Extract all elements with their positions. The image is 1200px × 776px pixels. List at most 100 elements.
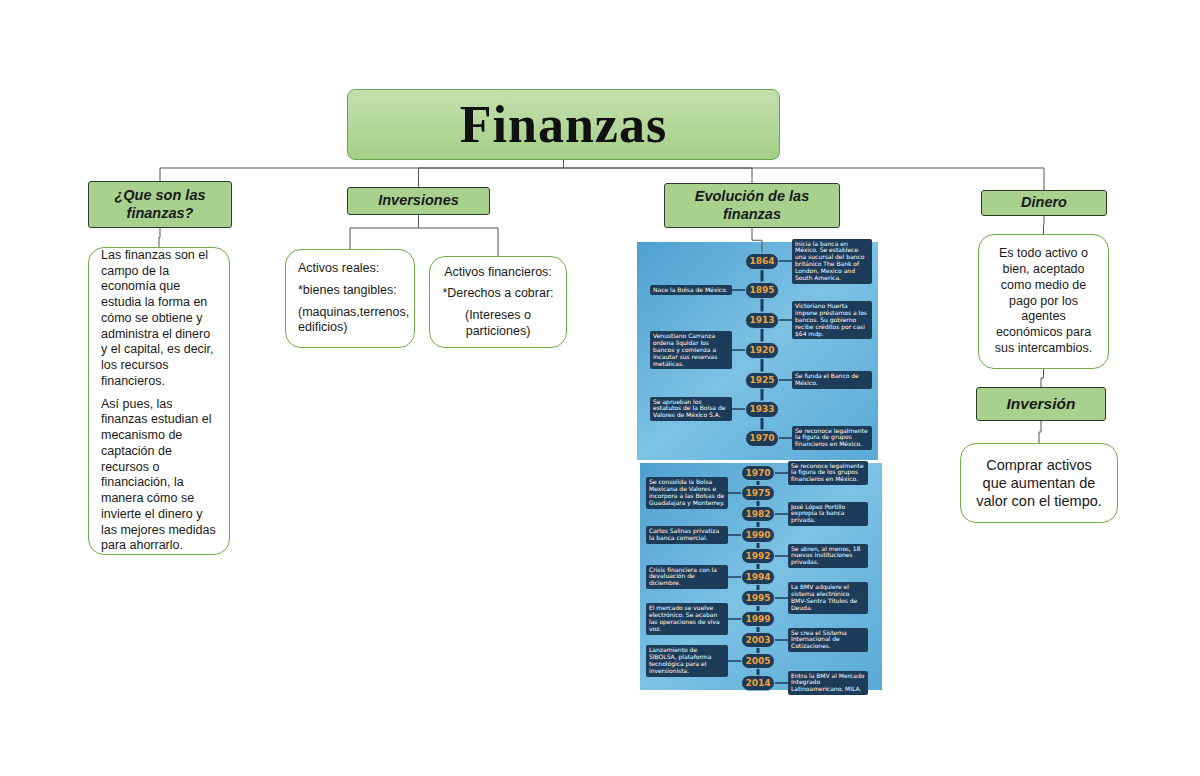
- timeline-panel: [640, 463, 882, 690]
- node-text: 2005: [745, 657, 770, 666]
- node-text: Se abren, al menos, 18 nuevas institucio…: [791, 546, 865, 567]
- node-text: ¿Que son las finanzas?: [89, 187, 231, 222]
- event-box: José López Portillo expropia la banca pr…: [788, 502, 868, 527]
- node-text: Crisis financiera con la devaluación de …: [649, 567, 725, 588]
- node-text: 1982: [745, 510, 770, 519]
- event-box: Nace la Bolsa de México.: [650, 285, 732, 296]
- timeline-link: [775, 597, 788, 599]
- timeline-link: [775, 472, 788, 474]
- node-text: 1995: [745, 594, 770, 603]
- timeline-link: [779, 437, 792, 439]
- node-text: José López Portillo expropia la banca pr…: [791, 504, 865, 525]
- timeline-spine: [761, 329, 764, 342]
- connector-line: [159, 228, 160, 247]
- timeline-link: [775, 682, 788, 684]
- node-text: Entra la BMV al Mercado Integrado Latino…: [791, 673, 865, 694]
- node-text: Comprar activos que aumentan de valor co…: [973, 456, 1105, 511]
- category-box: Inversión: [976, 387, 1106, 421]
- year-pill: 1920: [745, 342, 779, 359]
- node-text: 1970: [745, 469, 770, 478]
- event-box: Se aprueban los estatutos de la Bolsa de…: [650, 397, 732, 422]
- node-text: La BMV adquiere el sistema electrónico B…: [791, 584, 865, 612]
- category-box: Evolución de las finanzas: [664, 183, 840, 228]
- connector-line: [350, 215, 419, 249]
- node-text: Inversión: [1007, 395, 1076, 414]
- event-box: El mercado se vuelve electrónico. Se aca…: [646, 603, 728, 635]
- node-text: Activos financieros:: [442, 265, 554, 281]
- connector-line: [1041, 369, 1044, 387]
- node-text: *bienes tangibles:: [298, 283, 402, 299]
- year-pill: 1975: [741, 485, 775, 501]
- event-box: Se abren, al menos, 18 nuevas institucio…: [788, 544, 868, 569]
- node-text: Activos reales:: [298, 261, 402, 277]
- event-box: Se funda el Banco de México.: [792, 371, 872, 389]
- event-box: La BMV adquiere el sistema electrónico B…: [788, 582, 868, 614]
- node-text: 1975: [745, 489, 770, 498]
- node-text: Se funda el Banco de México.: [795, 373, 869, 387]
- category-box: Inversiones: [347, 187, 490, 215]
- node-text: Se reconoce legalmente la figura de los …: [791, 463, 865, 484]
- timeline-link: [732, 408, 745, 410]
- timeline-spine: [761, 270, 764, 282]
- year-pill: 1933: [745, 401, 779, 418]
- year-pill: 1982: [741, 506, 775, 522]
- timeline-spine: [761, 359, 764, 372]
- year-pill: 1970: [741, 465, 775, 481]
- node-text: 2003: [745, 636, 770, 645]
- timeline-link: [732, 349, 745, 351]
- event-box: Victoriano Huerta impone préstamos a los…: [792, 301, 872, 339]
- description-box: Activos reales: *bienes tangibles: (maquin…: [285, 249, 415, 348]
- node-text: 1933: [749, 405, 774, 414]
- node-text: Finanzas: [460, 95, 667, 154]
- title-box: Finanzas: [347, 89, 780, 160]
- timeline-link: [728, 660, 741, 662]
- category-box: Dinero: [981, 190, 1107, 216]
- node-text: 2014: [745, 679, 770, 688]
- year-pill: 1994: [741, 569, 775, 585]
- year-pill: 2005: [741, 653, 775, 669]
- year-pill: 1864: [745, 253, 779, 270]
- timeline-link: [775, 513, 788, 515]
- node-text: 1999: [745, 615, 770, 624]
- node-text: 1990: [745, 531, 770, 540]
- node-text: (maquinas,terrenos, edificios): [298, 305, 402, 337]
- year-pill: 1990: [741, 527, 775, 543]
- description-box: Las finanzas son el campo de la economía…: [88, 247, 230, 555]
- node-text: Se reconoce legalmente la figura de grup…: [795, 428, 869, 449]
- timeline-spine: [761, 418, 764, 430]
- node-text: Victoriano Huerta impone préstamos a los…: [795, 303, 869, 337]
- timeline-link: [775, 555, 788, 557]
- description-box: Es todo activo o bien, aceptado como med…: [978, 234, 1109, 369]
- timeline-link: [779, 260, 792, 262]
- node-text: *Derechos a cobrar:: [442, 286, 554, 302]
- year-pill: 1999: [741, 611, 775, 627]
- node-text: Carlos Salinas privatiza la banca comerc…: [649, 528, 725, 542]
- timeline-link: [779, 319, 792, 321]
- event-box: Entra la BMV al Mercado Integrado Latino…: [788, 671, 868, 696]
- node-text: Inicia la banca en México. Se establece …: [795, 241, 869, 282]
- node-text: Inversiones: [378, 192, 459, 209]
- category-box: ¿Que son las finanzas?: [88, 181, 232, 228]
- year-pill: 1925: [745, 372, 779, 389]
- connector-line: [160, 160, 564, 181]
- connector-line: [564, 160, 753, 183]
- connector-line: [1043, 216, 1045, 234]
- year-pill: 1895: [745, 282, 779, 299]
- node-text: 1992: [745, 552, 770, 561]
- event-box: Se reconoce legalmente la figura de los …: [788, 461, 868, 486]
- year-pill: 2003: [741, 632, 775, 648]
- connector-line: [419, 215, 499, 256]
- node-text: Dinero: [1021, 194, 1067, 211]
- timeline-link: [728, 618, 741, 620]
- connector-line: [419, 160, 564, 187]
- node-text: Las finanzas son el campo de la economía…: [101, 248, 217, 390]
- node-text: 1864: [749, 257, 774, 266]
- event-box: Crisis financiera con la devaluación de …: [646, 565, 728, 590]
- node-text: Así pues, las finanzas estudian el mecan…: [101, 397, 217, 555]
- timeline-link: [752, 228, 762, 253]
- node-text: Evolución de las finanzas: [665, 188, 839, 223]
- timeline-link: [775, 639, 788, 641]
- year-pill: 1992: [741, 548, 775, 564]
